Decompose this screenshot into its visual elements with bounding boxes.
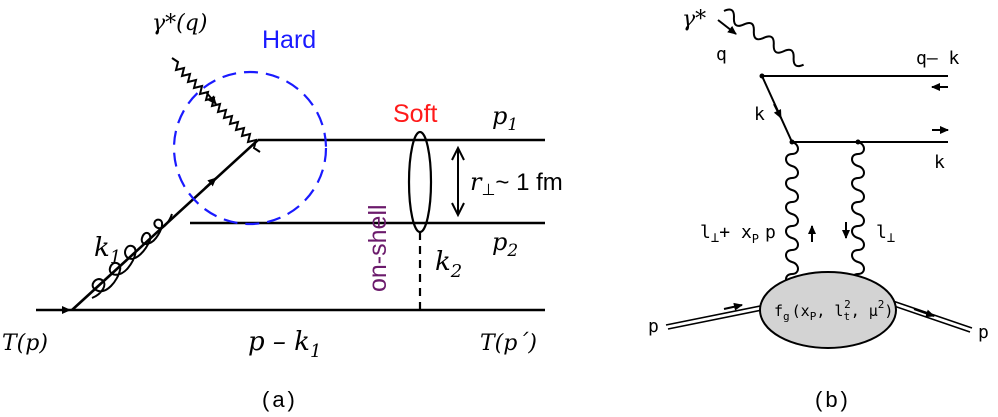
photon-label-b: γ* (682, 7, 706, 32)
p-in-label: p (648, 316, 659, 337)
p1-label: p1 (492, 102, 518, 135)
hard-label: Hard (262, 26, 316, 54)
p2-label: p2 (492, 228, 518, 261)
r-perp-label: r⊥~ 1 fm (470, 168, 563, 199)
vertex-1 (759, 73, 765, 79)
quark-arrow-a (204, 177, 217, 189)
k1-label: k1 (94, 233, 121, 268)
photon-label-a: γ*(q) (152, 11, 207, 36)
arrow-k-diag (773, 103, 782, 119)
gluon-curl-a (91, 213, 173, 299)
soft-label: Soft (393, 100, 438, 128)
photon-line-b (723, 8, 805, 68)
caption-a: (a) (262, 387, 298, 412)
k-label-diag: k (754, 104, 765, 125)
r-perp-arrowhead-top (451, 145, 465, 161)
panel-a: γ*(q) Hard Soft p1 p2 r⊥~ 1 fm on-shell … (2, 11, 563, 412)
r-perp-arrowhead-bottom (451, 202, 465, 218)
arrow-proton-in (723, 302, 743, 311)
hard-region-circle (172, 70, 328, 226)
onshell-label: on-shell (364, 204, 392, 292)
photon-line-a (171, 57, 261, 153)
pk1-label: p – k1 (248, 327, 321, 362)
blob-label: fg(xP, lt2, μ2) (774, 298, 893, 323)
tpp-label: T(p´) (480, 331, 537, 356)
photon-arrow-b (717, 19, 737, 35)
gluon-left (785, 141, 799, 299)
gluon-right (851, 141, 865, 299)
p-out-label: p (978, 322, 989, 343)
caption-b: (b) (815, 387, 851, 412)
qk-label: q– k (916, 48, 960, 69)
q-label: q (716, 44, 727, 65)
photon-arrow-a (205, 91, 217, 105)
k2-label: k2 (435, 247, 462, 282)
soft-ellipse (407, 130, 433, 234)
proton-out-line (887, 299, 973, 333)
l-right-label: l⊥ (876, 222, 895, 246)
arrow-proton-out (913, 308, 935, 318)
tp-label: T(p) (2, 331, 48, 356)
k-label-out: k (934, 152, 945, 173)
gluon-distribution-blob (759, 271, 897, 349)
